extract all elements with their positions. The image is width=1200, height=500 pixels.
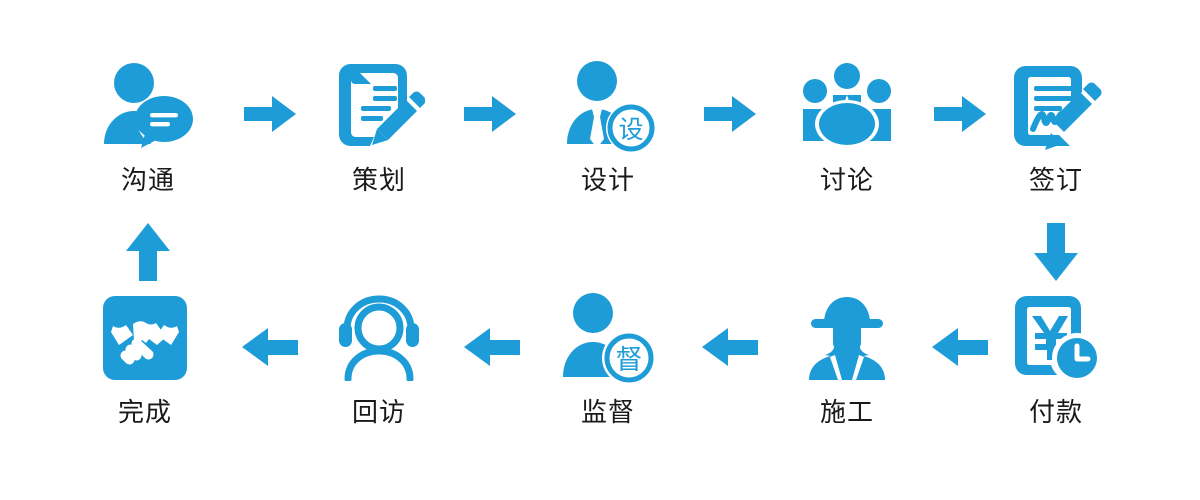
step-plan[interactable]: 策划 bbox=[304, 56, 454, 194]
arrow-right-icon bbox=[932, 92, 988, 136]
designer-badge-icon: 设 bbox=[533, 56, 683, 156]
group-meeting-icon bbox=[772, 56, 922, 156]
step-label: 设计 bbox=[580, 166, 635, 196]
arrow-up-icon bbox=[118, 218, 178, 286]
step-complete[interactable]: 完成 bbox=[70, 288, 220, 426]
arrow-left-icon bbox=[930, 325, 990, 369]
arrow-down-icon bbox=[1026, 218, 1086, 286]
headset-person-icon bbox=[304, 288, 454, 388]
handshake-icon bbox=[70, 288, 220, 388]
step-payment[interactable]: 付款 bbox=[981, 288, 1131, 426]
person-chat-icon bbox=[73, 56, 223, 156]
step-construct[interactable]: 施工 bbox=[772, 288, 922, 426]
supervise-badge-text: 督 bbox=[616, 345, 643, 376]
step-label: 监督 bbox=[580, 398, 635, 428]
contract-signature-icon bbox=[981, 56, 1131, 156]
arrow-right-icon bbox=[242, 92, 298, 136]
step-supervise[interactable]: 督 监督 bbox=[533, 288, 683, 426]
arrow-right-icon bbox=[702, 92, 758, 136]
design-badge-text: 设 bbox=[618, 115, 643, 144]
arrow-left-icon bbox=[700, 325, 760, 369]
arrow-left-icon bbox=[240, 325, 300, 369]
worker-helmet-icon bbox=[772, 288, 922, 388]
arrow-left-icon bbox=[462, 325, 522, 369]
step-communicate[interactable]: 沟通 bbox=[73, 56, 223, 194]
step-label: 沟通 bbox=[120, 166, 175, 196]
supervisor-badge-icon: 督 bbox=[533, 288, 683, 388]
step-design[interactable]: 设 设计 bbox=[533, 56, 683, 194]
step-label: 策划 bbox=[351, 166, 406, 196]
step-label: 完成 bbox=[117, 398, 172, 428]
step-label: 讨论 bbox=[819, 166, 874, 196]
step-label: 付款 bbox=[1028, 398, 1083, 428]
step-label: 回访 bbox=[351, 398, 406, 428]
step-followup[interactable]: 回访 bbox=[304, 288, 454, 426]
arrow-right-icon bbox=[462, 92, 518, 136]
step-label: 施工 bbox=[819, 398, 874, 428]
step-label: 签订 bbox=[1028, 166, 1083, 196]
document-pencil-icon bbox=[304, 56, 454, 156]
step-sign[interactable]: 签订 bbox=[981, 56, 1131, 194]
yen-document-clock-icon bbox=[981, 288, 1131, 388]
step-discuss[interactable]: 讨论 bbox=[772, 56, 922, 194]
